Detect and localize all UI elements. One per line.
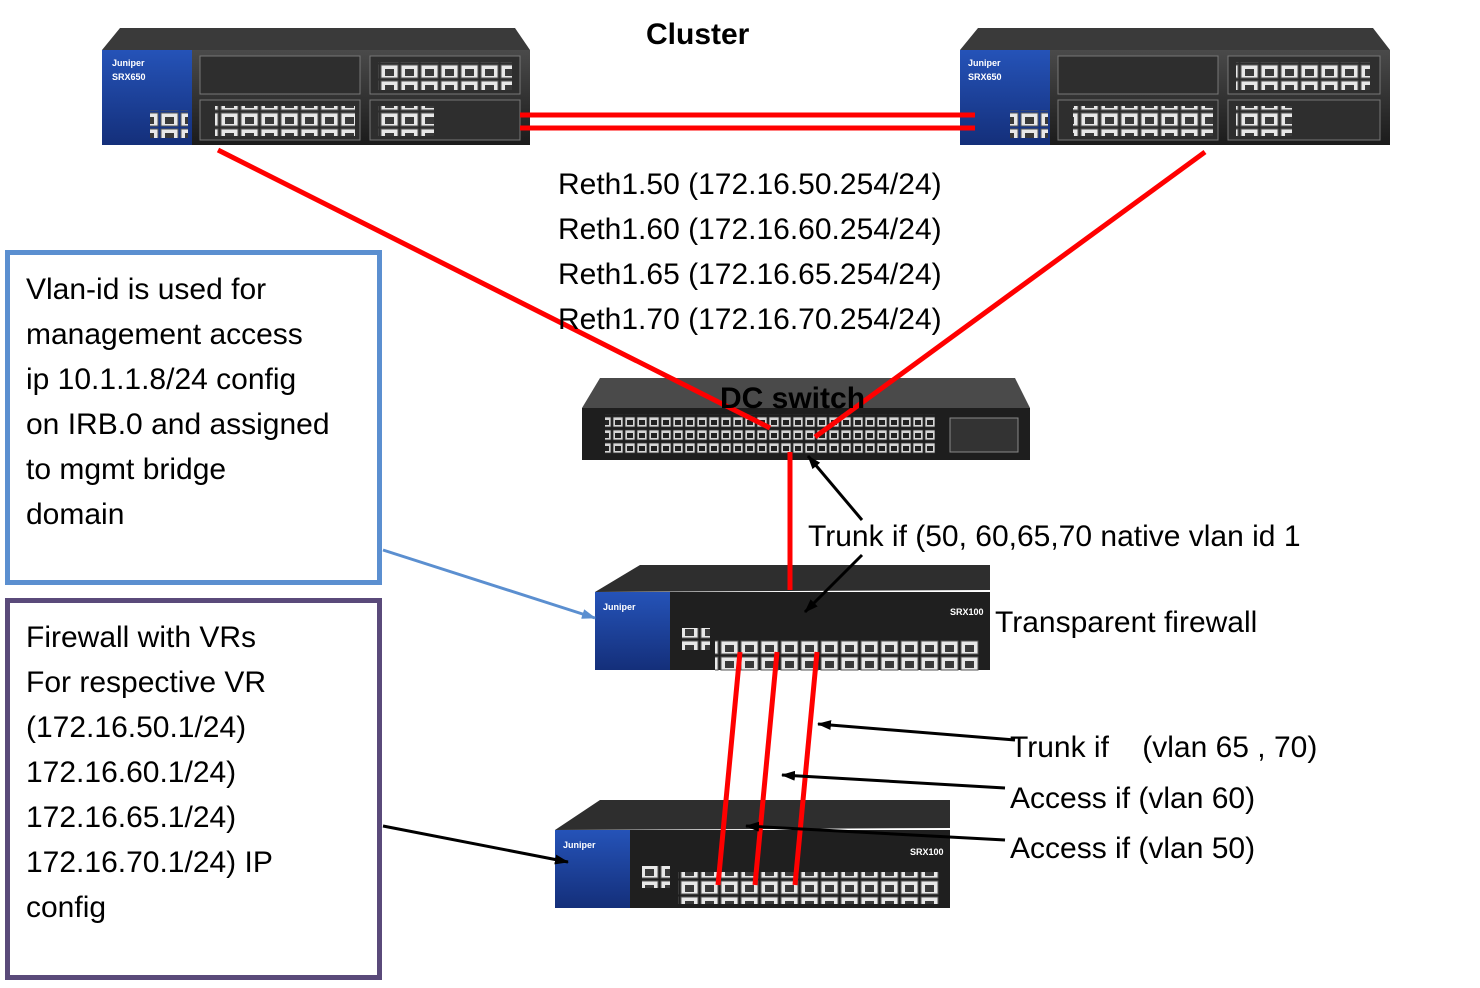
arrow-trunk-dc-up — [806, 455, 864, 521]
model-label: SRX100 — [910, 847, 944, 857]
note-line: management access — [26, 318, 303, 351]
cluster-title: Cluster — [646, 18, 750, 51]
note-line: Vlan-id is used for — [26, 273, 267, 306]
arrow-vr-note — [382, 824, 569, 865]
access50-label: Access if (vlan 50) — [1010, 832, 1255, 865]
fw-link-access60 — [752, 651, 780, 886]
reth-label-list: Reth1.50 (172.16.50.254/24) Reth1.60 (17… — [558, 168, 942, 336]
brand-label: Juniper — [112, 58, 145, 68]
note-line: 172.16.65.1/24) — [26, 801, 237, 834]
transparent-fw-label: Transparent firewall — [995, 606, 1257, 639]
uplink-right — [813, 149, 1207, 440]
reth-label: Reth1.70 (172.16.70.254/24) — [558, 303, 942, 336]
brand-label: Juniper — [968, 58, 1001, 68]
arrow-access50 — [745, 821, 1006, 842]
note-line: For respective VR — [26, 666, 267, 699]
note-line: on IRB.0 and assigned — [26, 408, 330, 441]
links — [216, 112, 1207, 886]
fw-link-access50 — [715, 651, 743, 886]
note-line: domain — [26, 498, 125, 531]
reth-label: Reth1.60 (172.16.60.254/24) — [558, 213, 942, 246]
note-line: Firewall with VRs — [26, 621, 257, 654]
reth-label: Reth1.50 (172.16.50.254/24) — [558, 168, 942, 201]
model-label: SRX100 — [950, 607, 984, 617]
note-line: 172.16.60.1/24) — [26, 756, 237, 789]
note-line: 172.16.70.1/24) IP — [26, 846, 273, 879]
arrow-access60 — [781, 770, 1006, 790]
note-line: ip 10.1.1.8/24 config — [26, 363, 297, 396]
arrows — [382, 455, 1016, 865]
access60-label: Access if (vlan 60) — [1010, 782, 1255, 815]
trunk-dc-label: Trunk if (50, 60,65,70 native vlan id 1 — [808, 520, 1301, 553]
brand-label: Juniper — [603, 602, 636, 612]
arrow-mgmt-note — [382, 548, 596, 620]
dc-switch-label: DC switch — [720, 382, 865, 415]
arrow-trunk-dc-down — [803, 553, 864, 614]
trunk-vlan-label: Trunk if (vlan 65 , 70) — [1010, 731, 1317, 764]
note-line: config — [26, 891, 107, 924]
note-line: to mgmt bridge — [26, 453, 227, 486]
brand-label: Juniper — [563, 840, 596, 850]
srx100-vr: Juniper SRX100 — [555, 800, 950, 908]
srx650-right: Juniper SRX650 — [960, 28, 1390, 145]
note-line: (172.16.50.1/24) — [26, 711, 247, 744]
model-label: SRX650 — [968, 72, 1002, 82]
dc-switch-device — [582, 378, 1030, 460]
model-label: SRX650 — [112, 72, 146, 82]
fw-link-trunk — [792, 651, 820, 886]
srx650-left: Juniper SRX650 — [102, 28, 530, 145]
reth-label: Reth1.65 (172.16.65.254/24) — [558, 258, 942, 291]
uplink-left — [216, 147, 772, 431]
mgmt-note-box: Vlan-id is used for management access ip… — [5, 250, 382, 585]
arrow-trunk-vlan — [817, 720, 1016, 742]
vr-note-box: Firewall with VRs For respective VR (172… — [5, 598, 382, 980]
